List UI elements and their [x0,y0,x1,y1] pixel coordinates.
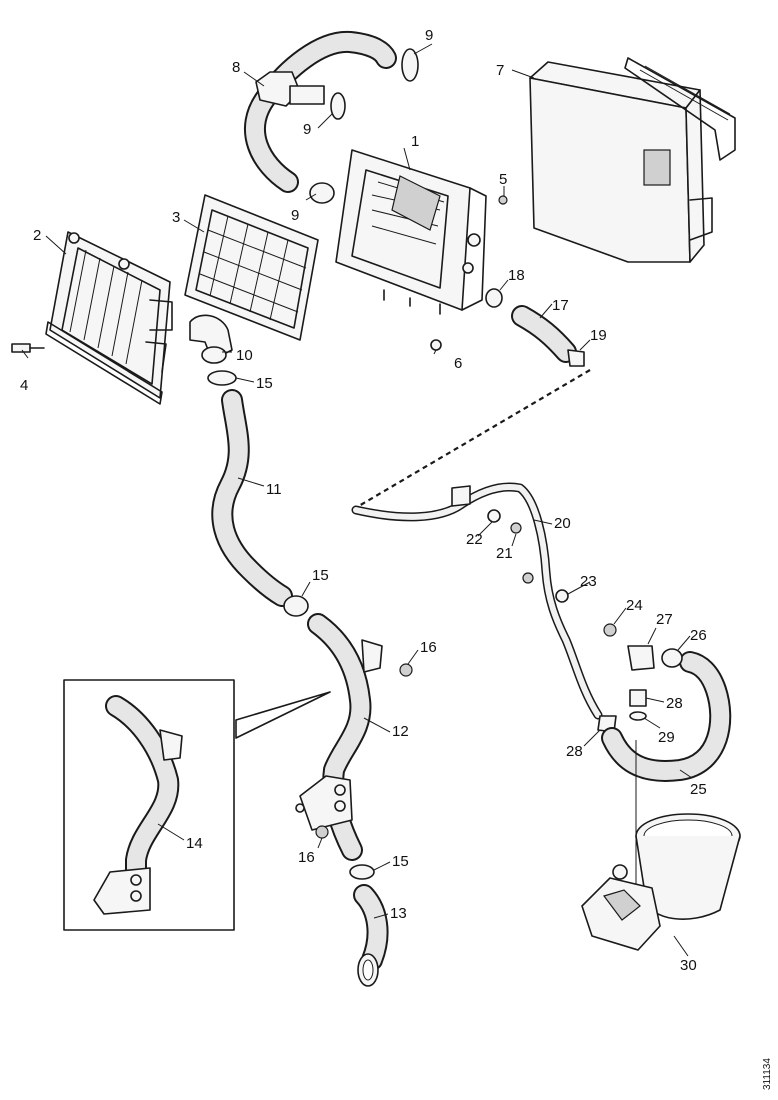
part-28-fitting [629,689,647,707]
part-16-bolt-lower [315,825,329,839]
part-5-nut [498,195,508,205]
callout-6: 6 [454,355,462,372]
part-21-nut-b [522,572,534,584]
callout-28-lower: 28 [566,743,583,760]
callout-22: 22 [466,531,483,548]
callout-7: 7 [496,62,504,79]
part-27-valve [627,645,655,671]
part-21-nut [510,522,522,534]
part-4-bolt [11,343,45,353]
callout-14: 14 [186,835,203,852]
part-10-elbow [189,314,233,364]
callout-9-mid: 9 [303,121,311,138]
callout-28-upper: 28 [666,695,683,712]
part-13-end-pipe [353,884,389,987]
part-20-breather-pipe [351,482,603,720]
part-11-hose [211,389,293,607]
part-12-pipe [295,613,383,861]
callout-16-upper: 16 [420,639,437,656]
part-3-air-filter [184,194,319,341]
connection-dashed-line [351,369,591,511]
part-22-washer [487,509,501,523]
callout-10: 10 [236,347,253,364]
upper-hose-assembly [244,30,419,204]
figure-code: 311134 [762,1058,773,1090]
part-9-clamp-lower [309,182,335,204]
callout-9-low: 9 [291,207,299,224]
callout-23: 23 [580,573,597,590]
part-25-hose [601,651,732,782]
part-2-radiator [45,231,173,405]
part-15-clamp-middle [283,595,309,617]
callout-15-middle: 15 [312,567,329,584]
leader-lines [21,43,693,957]
callout-18: 18 [508,267,525,284]
callout-labels: 1 2 3 4 5 6 7 8 9 9 9 10 11 12 13 14 15 … [20,27,707,974]
part-24-bolt [603,623,617,637]
part-19-clip [567,349,585,367]
callout-25: 25 [690,781,707,798]
part-15-clamp-lower [349,864,375,880]
callout-24: 24 [626,597,643,614]
part-26-clamp [661,648,683,668]
part-29-oring [629,711,647,721]
part-18-clamp [485,288,503,308]
callout-16-lower: 16 [298,849,315,866]
callout-3: 3 [172,209,180,226]
callout-27: 27 [656,611,673,628]
callout-19: 19 [590,327,607,344]
callout-4: 4 [20,377,28,394]
part-23-clip [555,589,569,603]
part-9-clamp-top [401,48,419,82]
part-15-clamp-upper [207,370,237,386]
inset-detail-part-14 [63,679,331,931]
callout-20: 20 [554,515,571,532]
part-16-bolt-upper [399,663,413,677]
callout-2: 2 [33,227,41,244]
part-30-housing [581,740,741,951]
callout-12: 12 [392,723,409,740]
part-8-elbow [255,71,301,107]
part-17-hose [511,305,577,363]
callout-17: 17 [552,297,569,314]
callout-15-upper: 15 [256,375,273,392]
callout-13: 13 [390,905,407,922]
callout-26: 26 [690,627,707,644]
callout-9-top: 9 [425,27,433,44]
callout-30: 30 [680,957,697,974]
part-1-airbox-housing [335,149,487,315]
part-6-nut [430,339,442,351]
callout-29: 29 [658,729,675,746]
hose-sleeve [289,85,325,105]
part-7-control-box [529,57,736,263]
callout-8: 8 [232,59,240,76]
callout-15-lower: 15 [392,853,409,870]
callout-5: 5 [499,171,507,188]
callout-21: 21 [496,545,513,562]
callout-1: 1 [411,133,419,150]
part-9-clamp-mid [330,92,346,120]
callout-11: 11 [266,481,282,498]
